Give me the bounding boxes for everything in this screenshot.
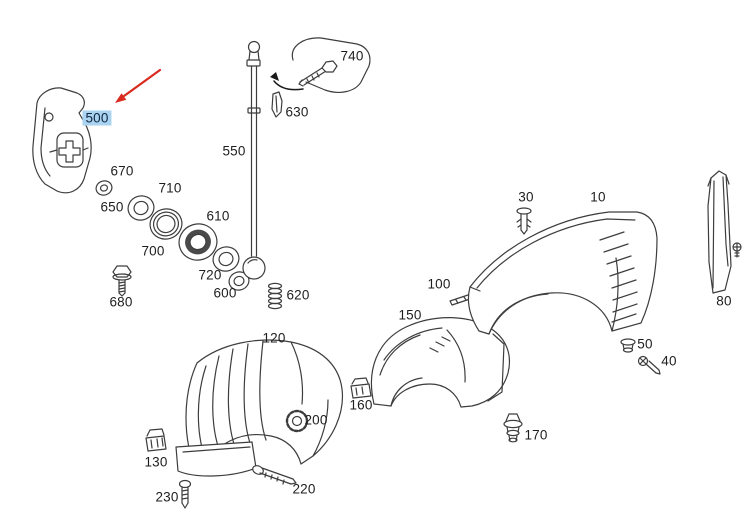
pin-30-drawing — [516, 207, 532, 235]
part-label-220[interactable]: 220 — [292, 481, 316, 497]
part-label-670[interactable]: 670 — [110, 163, 134, 179]
screw-220-drawing — [252, 465, 297, 485]
screw-230-drawing — [178, 479, 192, 509]
ring-710-700-drawing — [149, 208, 183, 240]
bolt-680-drawing — [112, 265, 132, 297]
part-label-650[interactable]: 650 — [100, 199, 124, 215]
part-label-600[interactable]: 600 — [213, 285, 237, 301]
part-label-150[interactable]: 150 — [398, 307, 422, 323]
grommet-50-drawing — [620, 338, 636, 353]
part-label-100[interactable]: 100 — [427, 276, 451, 292]
wheel-liner-rear-150-drawing — [370, 317, 511, 408]
washer-600-drawing — [228, 271, 250, 291]
spring-620-drawing — [267, 282, 283, 310]
part-label-500[interactable]: 500 — [82, 110, 112, 126]
part-label-30[interactable]: 30 — [518, 189, 534, 205]
part-label-120[interactable]: 120 — [262, 330, 286, 346]
part-label-80[interactable]: 80 — [716, 293, 732, 309]
part-label-160[interactable]: 160 — [349, 397, 373, 413]
part-label-550[interactable]: 550 — [222, 143, 246, 159]
ring-650-drawing — [127, 195, 155, 221]
clip-160-drawing — [350, 377, 372, 399]
clip-630-drawing — [271, 91, 283, 118]
rotation-pointer-arrow — [270, 72, 304, 91]
fender-10-drawing — [467, 211, 658, 335]
part-label-680[interactable]: 680 — [109, 294, 133, 310]
part-label-740[interactable]: 740 — [340, 48, 364, 64]
selection-arrow — [115, 68, 162, 103]
wheel-liner-front-120-drawing — [175, 339, 344, 477]
part-label-630[interactable]: 630 — [285, 104, 309, 120]
part-label-720[interactable]: 720 — [198, 267, 222, 283]
screw-40-drawing — [637, 355, 661, 375]
strut-rod-550-drawing — [242, 40, 266, 280]
ring-720-drawing — [212, 246, 240, 272]
small-screw-near-80-drawing — [732, 242, 742, 258]
part-label-620[interactable]: 620 — [286, 287, 310, 303]
part-label-230[interactable]: 230 — [155, 489, 179, 505]
part-label-130[interactable]: 130 — [144, 454, 168, 470]
part-label-170[interactable]: 170 — [524, 427, 548, 443]
bearing-610-drawing — [178, 223, 218, 261]
grommet-170-drawing — [503, 413, 523, 443]
pillar-panel-80-drawing — [707, 170, 732, 294]
part-label-10[interactable]: 10 — [590, 189, 606, 205]
part-label-700[interactable]: 700 — [141, 243, 165, 259]
bracket-500-drawing — [32, 87, 92, 194]
part-label-40[interactable]: 40 — [661, 353, 677, 369]
part-label-610[interactable]: 610 — [206, 208, 230, 224]
part-label-710[interactable]: 710 — [158, 180, 182, 196]
washer-670-drawing — [95, 180, 113, 196]
nut-200-drawing — [285, 409, 309, 433]
bracket-740-drawing — [291, 37, 371, 93]
part-label-200[interactable]: 200 — [304, 412, 328, 428]
clip-130-drawing — [145, 428, 167, 452]
part-label-50[interactable]: 50 — [637, 336, 653, 352]
